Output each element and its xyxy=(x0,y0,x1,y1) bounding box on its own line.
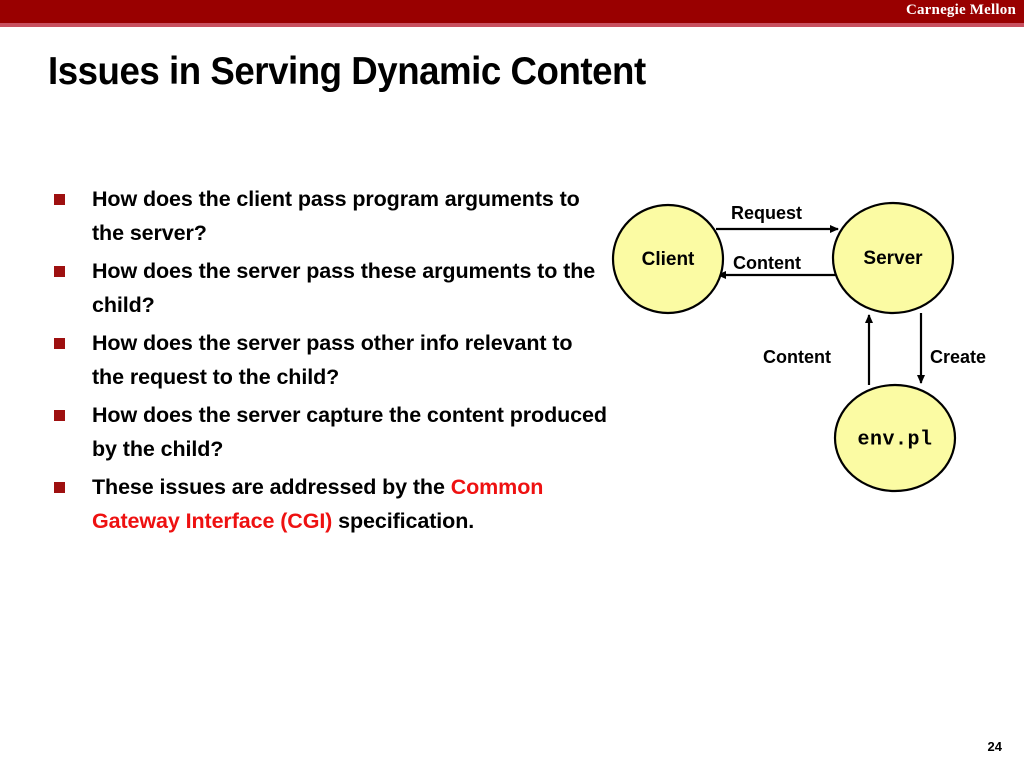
node-script-label: env.pl xyxy=(857,428,932,451)
edge-label-create: Create xyxy=(930,347,986,367)
header-underline xyxy=(0,23,1024,27)
edge-label-content-to-server: Content xyxy=(763,347,831,367)
edge-label-request: Request xyxy=(731,203,802,223)
bullet-square-icon xyxy=(54,482,65,493)
list-item: How does the server capture the content … xyxy=(50,399,610,466)
client-server-cgi-diagram: Client Server env.pl Request Content Con… xyxy=(600,185,1010,515)
list-item-text: How does the server pass these arguments… xyxy=(92,259,596,317)
node-server xyxy=(831,201,955,315)
node-script xyxy=(833,383,957,493)
list-item-text: How does the server pass other info rele… xyxy=(92,331,573,389)
bullet-square-icon xyxy=(54,338,65,349)
list-item-text: These issues are addressed by the Common… xyxy=(92,475,543,533)
node-client xyxy=(611,203,725,315)
cgi-highlight-text: Common Gateway Interface (CGI) xyxy=(92,475,544,533)
list-item: How does the server pass other info rele… xyxy=(50,327,610,394)
bullet-square-icon xyxy=(54,194,65,205)
list-item-text: How does the client pass program argumen… xyxy=(92,187,580,245)
page-title: Issues in Serving Dynamic Content xyxy=(48,50,646,93)
list-item-text-lead: These issues are addressed by the xyxy=(92,475,451,499)
list-item: These issues are addressed by the Common… xyxy=(50,471,610,538)
bullet-list: How does the client pass program argumen… xyxy=(50,183,610,543)
list-item-text-tail: specification. xyxy=(332,508,475,533)
header-band xyxy=(0,0,1024,23)
list-item-text: How does the server capture the content … xyxy=(92,403,607,461)
node-server-label: Server xyxy=(863,248,923,269)
node-client-label: Client xyxy=(642,249,695,270)
list-item: How does the server pass these arguments… xyxy=(50,255,610,322)
edge-label-content-to-client: Content xyxy=(733,253,801,273)
list-item: How does the client pass program argumen… xyxy=(50,183,610,250)
page-number: 24 xyxy=(987,739,1002,754)
bullet-square-icon xyxy=(54,266,65,277)
brand-label: Carnegie Mellon xyxy=(905,2,1016,18)
bullet-square-icon xyxy=(54,410,65,421)
